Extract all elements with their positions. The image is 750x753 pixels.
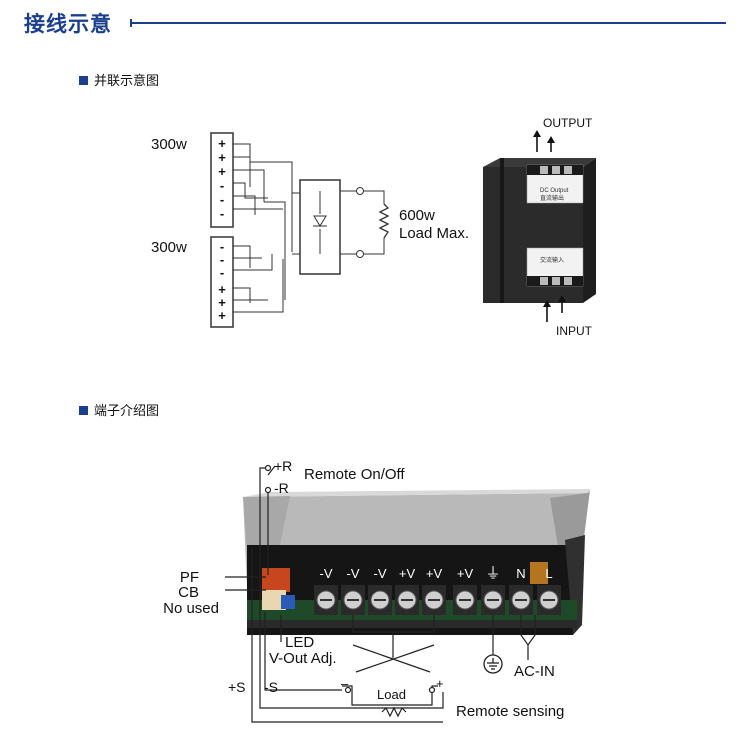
diode-icon [313, 215, 327, 227]
terminal-label-ground: ⏚ [485, 565, 500, 582]
load-plus-label: + [436, 676, 444, 691]
load-rating-label: 600w [399, 207, 435, 224]
no-used-label: No used [163, 600, 219, 617]
ground-icon [483, 654, 503, 674]
psu-bottom-label: 300w [151, 239, 187, 256]
terminal-label-l: L [545, 566, 552, 581]
terminal-label-4: +V [399, 566, 416, 581]
output-terminal-positive [356, 187, 364, 195]
led-label: LED [285, 634, 314, 651]
terminal-label-3: -V [374, 566, 387, 581]
psu-bottom-block [210, 236, 234, 328]
terminal-screw-7 [481, 585, 505, 615]
input-label: INPUT [556, 324, 593, 338]
module-text-input-cn: 交流输入 [540, 256, 564, 264]
cb-label: CB [178, 584, 199, 601]
terminal-label-1: -V [320, 566, 333, 581]
psu-bottom-pin-6: + [218, 308, 226, 323]
load-minus-terminal [344, 686, 352, 694]
terminal-block [314, 585, 561, 615]
terminal-label-2: -V [347, 566, 360, 581]
terminal-screw-4 [395, 585, 419, 615]
psu-top-pin-4: - [220, 178, 224, 193]
bullet-square-icon [79, 406, 88, 415]
terminal-screw-8 [509, 585, 533, 615]
psu-top-pin-3: + [218, 164, 226, 179]
psu-top-block [210, 132, 234, 228]
remote-onoff-label: Remote On/Off [304, 466, 405, 483]
output-terminal-negative [356, 250, 364, 258]
minus-s-label: -S [264, 679, 278, 695]
load-minus-label: – [341, 676, 349, 691]
terminal-screw-5 [422, 585, 446, 615]
section-terminal-title: 端子介绍图 [94, 404, 160, 419]
terminal-screw-3 [368, 585, 392, 615]
psu-bottom-pin-5: + [218, 295, 226, 310]
load-max-label: Load Max. [399, 225, 469, 242]
remote-minus-label: -R [274, 480, 289, 496]
terminal-screw-6 [453, 585, 477, 615]
load-resistor-icon [381, 706, 407, 718]
load-plus-terminal [428, 686, 436, 694]
output-label: OUTPUT [543, 116, 593, 130]
psu-top-pin-5: - [220, 192, 224, 207]
module-text-output-cn: 直流输出 [540, 194, 564, 202]
bullet-square-icon [79, 76, 88, 85]
section-terminal-heading: 端子介绍图 [79, 400, 159, 419]
ac-in-label: AC-IN [514, 663, 555, 680]
terminal-label-n: N [516, 566, 525, 581]
psu-top-pin-1: + [218, 136, 226, 151]
remote-sensing-label: Remote sensing [456, 703, 564, 720]
remote-minus-terminal [264, 486, 272, 494]
load-label: Load [377, 687, 406, 702]
psu-bottom-pin-2: - [220, 252, 224, 267]
load-resistor-icon [378, 203, 390, 239]
section-parallel-title: 并联示意图 [94, 74, 160, 89]
terminal-screw-1 [314, 585, 338, 615]
remote-plus-terminal [264, 464, 272, 472]
vout-adj-label: V-Out Adj. [269, 650, 337, 667]
psu-top-pin-6: - [220, 206, 224, 221]
parallel-module-photo: DC Output 直流输出 交流输入 [483, 158, 596, 303]
page-title: 接线示意 [24, 12, 112, 36]
title-divider [130, 22, 726, 24]
section-parallel-heading: 并联示意图 [79, 70, 159, 89]
plus-s-label: +S [228, 679, 246, 695]
psu-bottom-pin-1: - [220, 239, 224, 254]
psu-top-label: 300w [151, 136, 187, 153]
terminal-label-6: +V [457, 566, 474, 581]
module-text-dc-output: DC Output [540, 188, 569, 194]
terminal-screw-9 [537, 585, 561, 615]
psu-top-pin-2: + [218, 150, 226, 165]
isolation-diode-module [299, 179, 341, 275]
terminal-screw-2 [341, 585, 365, 615]
terminal-label-5: +V [426, 566, 443, 581]
remote-plus-label: +R [274, 458, 292, 474]
psu-bottom-pin-4: + [218, 282, 226, 297]
psu-bottom-pin-3: - [220, 265, 224, 280]
pf-label: PF [180, 569, 199, 586]
